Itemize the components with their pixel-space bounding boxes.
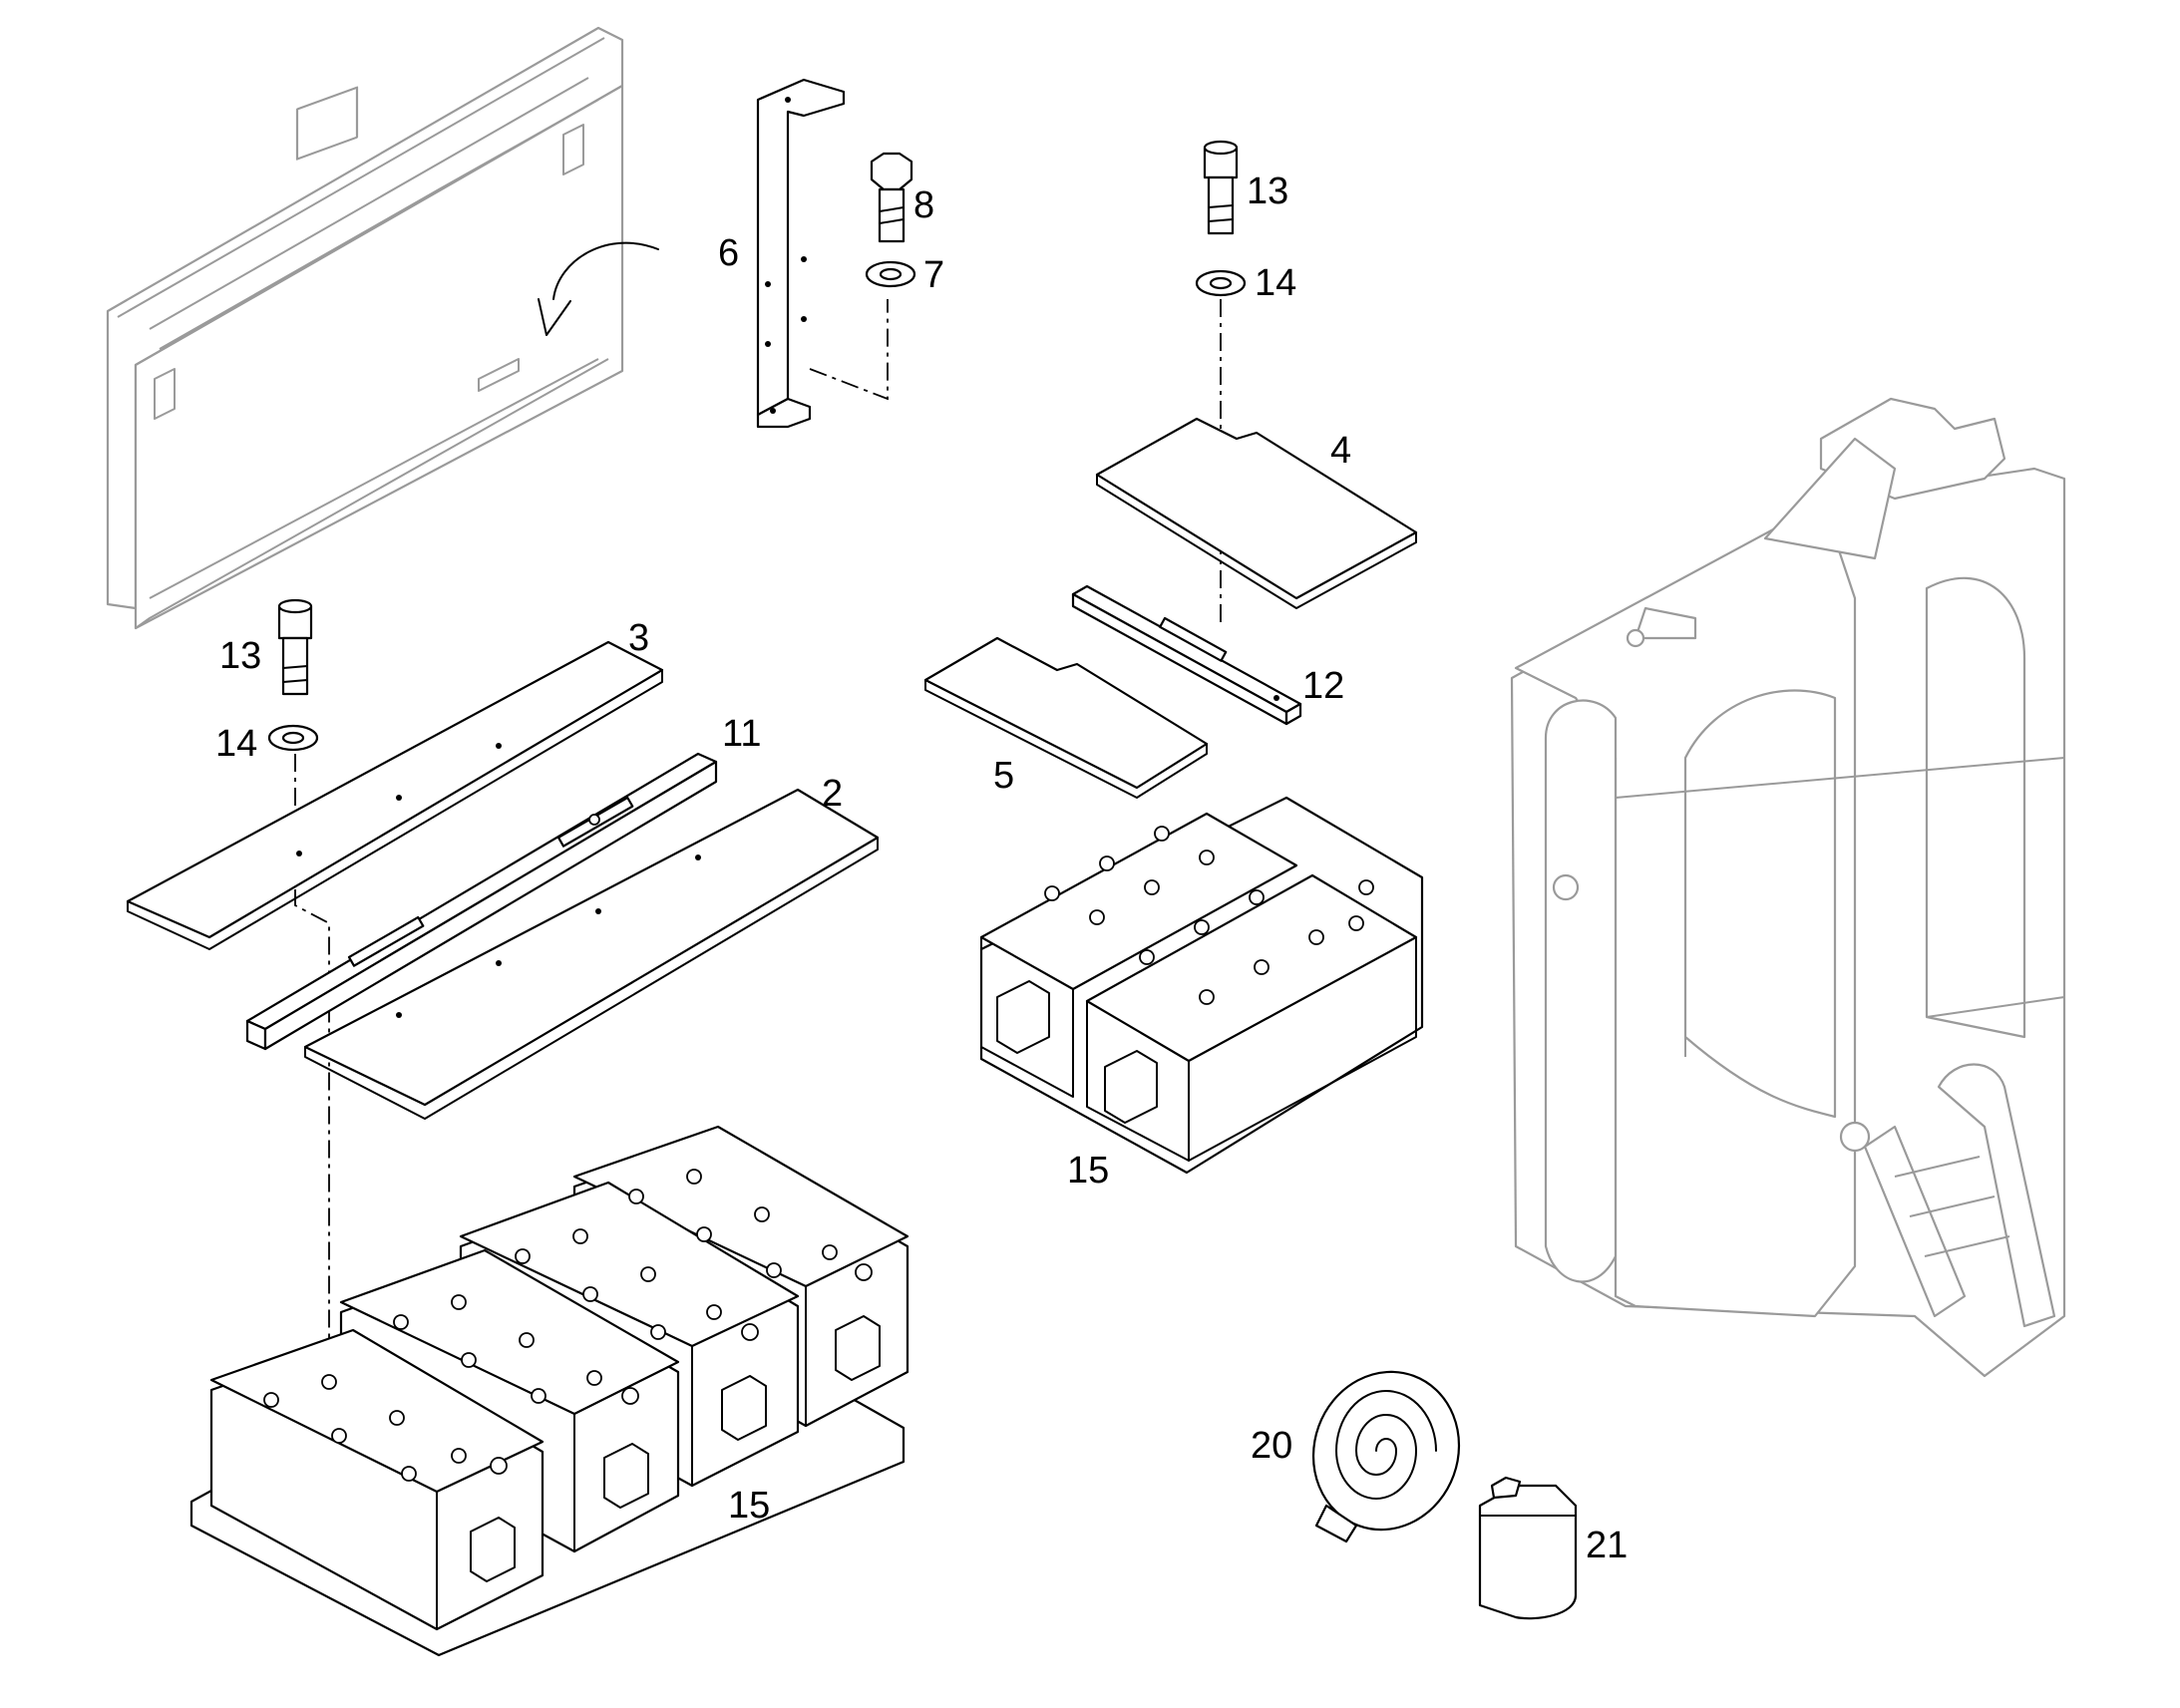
callout-21: 21	[1586, 1525, 1628, 1566]
callout-15-right: 15	[1067, 1150, 1109, 1192]
callout-13-left: 13	[219, 635, 261, 677]
part-13-left-screw	[277, 598, 313, 696]
part-5-plate	[923, 636, 1209, 799]
callout-6: 6	[718, 232, 739, 274]
machine-frame	[1510, 397, 2066, 1378]
part-6-bracket	[756, 78, 846, 429]
part-11-long-beam	[245, 752, 718, 1051]
callout-20: 20	[1251, 1425, 1292, 1467]
callout-14-left: 14	[215, 723, 257, 765]
callout-5: 5	[993, 755, 1014, 797]
part-15-right-battery-pair	[979, 796, 1424, 1175]
part-14-left-washer	[267, 724, 319, 752]
part-2-plate	[303, 788, 880, 1120]
callout-4: 4	[1330, 430, 1351, 472]
part-7-washer	[865, 260, 916, 288]
assembly-line-7	[809, 299, 889, 401]
callout-2: 2	[822, 773, 843, 815]
callout-14-top: 14	[1255, 262, 1296, 304]
callout-13-top: 13	[1247, 171, 1288, 212]
part-8-bolt	[870, 152, 913, 243]
callout-7: 7	[923, 254, 944, 296]
callout-12: 12	[1302, 665, 1344, 707]
part-20-tape-roll	[1311, 1370, 1461, 1543]
callout-8: 8	[913, 184, 934, 226]
part-15-left-battery-bank	[189, 1125, 909, 1657]
part-3-plate	[126, 640, 664, 950]
part-4-cover-plate	[1095, 417, 1418, 609]
callout-15-left: 15	[728, 1485, 770, 1527]
battery-door-panel	[106, 26, 659, 630]
callout-11: 11	[722, 713, 761, 755]
part-13-top-screw	[1203, 140, 1239, 235]
part-14-top-washer	[1195, 269, 1247, 297]
part-21-bottle	[1478, 1476, 1578, 1620]
part-12-cross-beam	[1071, 584, 1302, 726]
curved-arrow-icon	[552, 241, 659, 300]
callout-3: 3	[628, 617, 649, 659]
